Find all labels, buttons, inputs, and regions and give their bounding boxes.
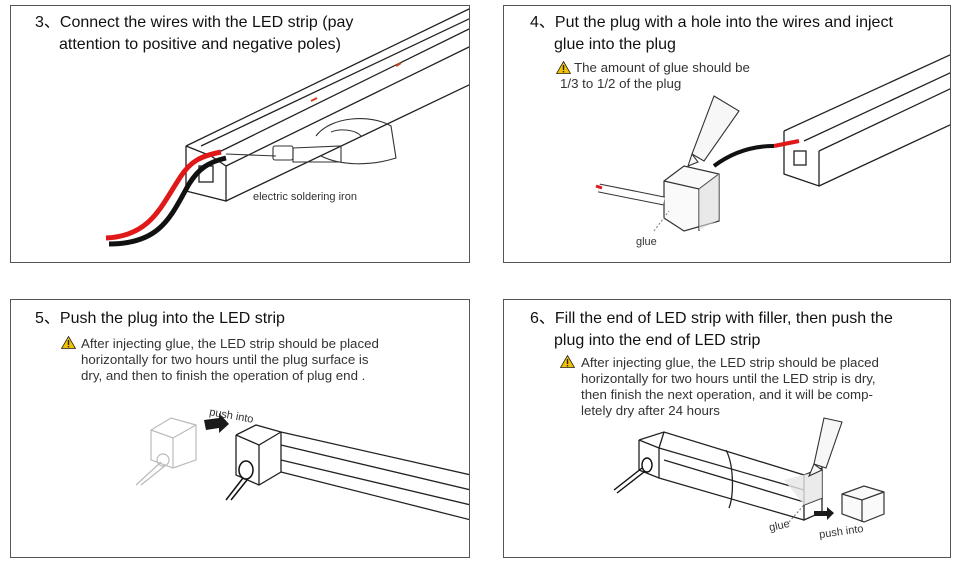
step-4-panel: 4、Put the plug with a hole into the wire…	[503, 5, 951, 263]
step-5-illustration	[135, 413, 469, 521]
step-6-note-line3: then finish the next operation, and it w…	[581, 387, 873, 402]
step-3-illustration	[105, 8, 469, 247]
warning-icon	[556, 61, 571, 74]
step-6-title-line2: plug into the end of LED strip	[554, 332, 761, 349]
soldering-iron-label: electric soldering iron	[253, 191, 357, 203]
step-5-title: 5、Push the plug into the LED strip	[35, 310, 285, 327]
warning-icon	[61, 336, 76, 349]
step-6-illustration	[613, 417, 885, 523]
step-5-note-line3: dry, and then to finish the operation of…	[81, 368, 366, 383]
step-3-panel: 3、Connect the wires with the LED strip (…	[10, 5, 470, 263]
step-4-illustration	[595, 54, 950, 232]
glue-label: glue	[636, 236, 657, 248]
step-4-title-line1: 4、Put the plug with a hole into the wire…	[530, 14, 893, 31]
arrow-icon	[204, 413, 229, 433]
step-4-title-line2: glue into the plug	[554, 36, 676, 53]
step-6-panel: 6、Fill the end of LED strip with filler,…	[503, 299, 951, 558]
step-6-note-line2: horizontally for two hours until the LED…	[581, 371, 876, 386]
step-5-panel: 5、Push the plug into the LED strip After…	[10, 299, 470, 558]
step-5-note-line1: After injecting glue, the LED strip shou…	[81, 336, 379, 351]
arrow-icon	[814, 507, 834, 520]
step-3-title-line2: attention to positive and negative poles…	[59, 36, 341, 53]
warning-icon	[560, 355, 575, 368]
step-6-note-line4: letely dry after 24 hours	[581, 403, 720, 418]
step-6-note-line1: After injecting glue, the LED strip shou…	[581, 355, 879, 370]
step-4-note-line1: The amount of glue should be	[574, 60, 750, 75]
step-3-title-line1: 3、Connect the wires with the LED strip (…	[35, 14, 354, 31]
step-6-title-line1: 6、Fill the end of LED strip with filler,…	[530, 310, 893, 327]
step-4-note-line2: 1/3 to 1/2 of the plug	[560, 76, 682, 91]
step-5-note-line2: horizontally for two hours until the plu…	[81, 352, 369, 367]
